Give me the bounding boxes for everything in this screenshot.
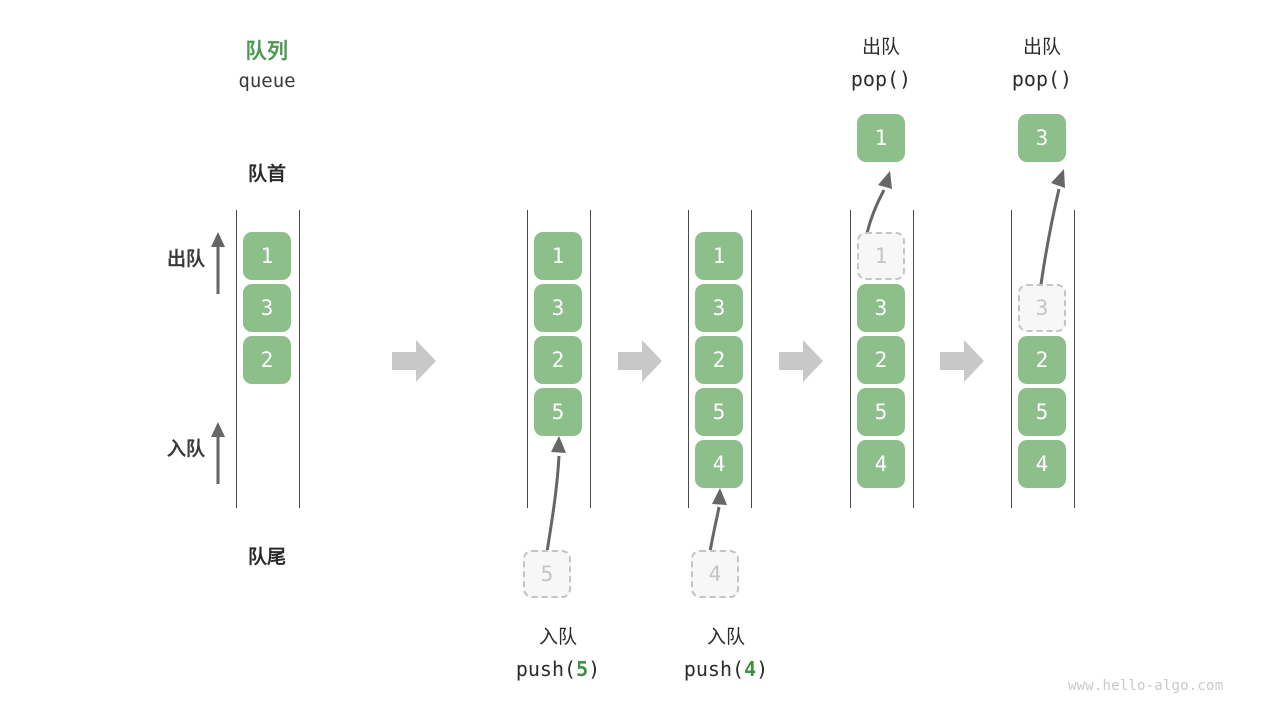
step-arrow-icon xyxy=(940,340,984,382)
dequeue-direction-label: 出队 xyxy=(166,248,205,270)
queue-rail-right xyxy=(751,210,752,508)
queue-cell: 2 xyxy=(1018,336,1066,384)
queue-rail-left xyxy=(688,210,689,508)
pop-header-code: pop() xyxy=(1011,67,1073,91)
queue-rail-left xyxy=(1011,210,1012,508)
step-arrow-icon xyxy=(618,340,662,382)
pop-header-code: pop() xyxy=(850,67,912,91)
caption-cn: 入队 xyxy=(538,626,577,648)
queue-cell: 4 xyxy=(1018,440,1066,488)
queue-cell: 5 xyxy=(695,388,743,436)
caption-code-text: push(4) xyxy=(683,657,769,681)
queue-rail-left xyxy=(236,210,237,508)
popped-element: 3 xyxy=(1018,114,1066,162)
pop-header-cn: 出队 xyxy=(1022,36,1061,58)
incoming-element: 5 xyxy=(523,550,571,598)
queue-cell: 4 xyxy=(857,440,905,488)
queue-title-cn: 队列 xyxy=(245,39,289,63)
caption-code-arg: 4 xyxy=(744,657,757,681)
queue-cell: 2 xyxy=(534,336,582,384)
up-arrow-icon xyxy=(211,232,225,294)
queue-rail-right xyxy=(299,210,300,508)
queue-cell: 3 xyxy=(534,284,582,332)
queue-cell: 1 xyxy=(534,232,582,280)
caption-cn: 入队 xyxy=(706,626,745,648)
caption-code: push(4) xyxy=(666,657,786,681)
pop-arrow-icon xyxy=(1038,169,1065,292)
caption-code-text: push(5) xyxy=(515,657,601,681)
popped-element: 1 xyxy=(857,114,905,162)
front-label: 队首 xyxy=(247,163,286,185)
queue-cell: 2 xyxy=(695,336,743,384)
queue-cell: 3 xyxy=(857,284,905,332)
caption-code: push(5) xyxy=(498,657,618,681)
queue-rail-right xyxy=(1074,210,1075,508)
push-arrow-icon xyxy=(708,488,727,553)
queue-cell: 2 xyxy=(857,336,905,384)
enqueue-direction-label: 入队 xyxy=(166,438,205,460)
queue-title-en: queue xyxy=(238,70,296,92)
pop-arrow-icon xyxy=(865,171,892,234)
queue-cell: 2 xyxy=(243,336,291,384)
pop-header-cn: 出队 xyxy=(861,36,900,58)
up-arrow-icon xyxy=(211,422,225,484)
rear-label: 队尾 xyxy=(247,546,286,568)
queue-cell: 5 xyxy=(1018,388,1066,436)
queue-cell: 3 xyxy=(695,284,743,332)
queue-cell-removed: 1 xyxy=(857,232,905,280)
queue-cell: 5 xyxy=(534,388,582,436)
queue-rail-right xyxy=(913,210,914,508)
caption-code-arg: 5 xyxy=(576,657,589,681)
queue-cell: 1 xyxy=(243,232,291,280)
queue-rail-left xyxy=(527,210,528,508)
queue-cell: 4 xyxy=(695,440,743,488)
queue-cell: 3 xyxy=(243,284,291,332)
incoming-element: 4 xyxy=(691,550,739,598)
step-arrow-icon xyxy=(779,340,823,382)
queue-cell: 1 xyxy=(695,232,743,280)
watermark: www.hello-algo.com xyxy=(1068,678,1224,694)
queue-rail-left xyxy=(850,210,851,508)
push-arrow-icon xyxy=(545,436,566,553)
queue-cell-removed: 3 xyxy=(1018,284,1066,332)
queue-rail-right xyxy=(590,210,591,508)
step-arrow-icon xyxy=(392,340,436,382)
queue-cell: 5 xyxy=(857,388,905,436)
